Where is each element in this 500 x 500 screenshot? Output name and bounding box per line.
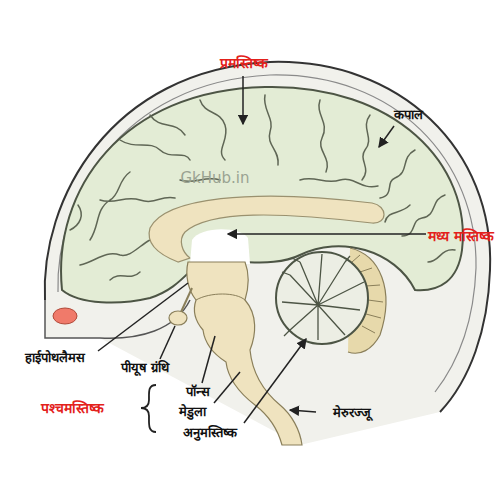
hindbrain-brace [141, 385, 156, 432]
skull-inner-line [58, 75, 476, 392]
leader-line [214, 372, 240, 403]
leader-lines [98, 76, 426, 423]
leader-line [290, 410, 316, 412]
part-label: पीयूष ग्रंथि [121, 360, 170, 376]
region-label: पश्चमस्तिष्क [41, 400, 104, 417]
leader-line [228, 233, 426, 235]
part-label: कपाल [394, 107, 423, 123]
cerebellum-shape [276, 252, 368, 344]
leader-line [160, 326, 175, 359]
corpus-callosum [149, 196, 384, 262]
skull-base [45, 300, 190, 338]
cerebrum-shape [61, 87, 463, 303]
region-label: प्रमस्तिष्क [220, 55, 268, 72]
arbor-vitae [282, 254, 364, 340]
pituitary-stalk [181, 288, 192, 312]
part-label: अनुमस्तिष्क [183, 425, 237, 441]
leader-line [379, 126, 394, 147]
part-label: हाईपोथलैमस [25, 350, 85, 366]
skull-fill [45, 62, 490, 445]
leader-line [98, 283, 188, 351]
region-label: मध्य मस्तिष्क [425, 228, 497, 245]
part-label: मेडुला [179, 404, 206, 420]
skull-outline [45, 62, 490, 412]
part-label: पॉन्स [186, 384, 210, 400]
leader-line [202, 336, 215, 383]
leader-line [242, 76, 244, 124]
part-label: मेरुरज्जू [333, 405, 371, 421]
gyri-lines [70, 95, 455, 280]
pons-line [196, 294, 245, 300]
sinus-spot [53, 308, 77, 324]
pituitary-shape [169, 311, 187, 325]
watermark: GkHub.in [180, 169, 249, 187]
